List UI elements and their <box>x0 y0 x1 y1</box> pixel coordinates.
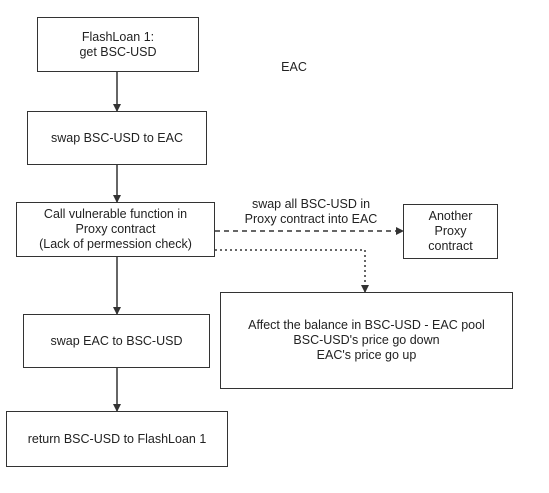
node-call-vulnerable-line-2: Proxy contract <box>75 222 156 236</box>
node-flashloan-line-2: get BSC-USD <box>79 44 157 59</box>
node-another-proxy: Another Proxy contract <box>403 204 498 259</box>
edge-label-swap-all: swap all BSC-USD in Proxy contract into … <box>225 197 397 227</box>
node-swap-to-eac-line-1: swap BSC-USD to EAC <box>51 130 183 145</box>
node-another-proxy-line-3: contract <box>428 239 473 253</box>
node-return-loan: return BSC-USD to FlashLoan 1 <box>6 411 228 467</box>
node-call-vulnerable-line-3: (Lack of permession check) <box>39 237 192 251</box>
node-flashloan-line-1: FlashLoan 1: <box>81 29 155 44</box>
node-affect-balance-line-3: EAC's price go up <box>316 348 417 362</box>
node-swap-to-bscusd: swap EAC to BSC-USD <box>23 314 210 368</box>
node-another-proxy-line-1: Another <box>428 209 473 223</box>
node-swap-to-bscusd-line-1: swap EAC to BSC-USD <box>50 333 183 348</box>
node-affect-balance-line-1: Affect the balance in BSC-USD - EAC pool <box>248 318 485 332</box>
edge-label-swap-all-line-2: Proxy contract into EAC <box>244 212 378 226</box>
node-return-loan-line-1: return BSC-USD to FlashLoan 1 <box>27 431 207 446</box>
edge-label-swap-all-line-1: swap all BSC-USD in <box>251 197 371 211</box>
node-another-proxy-line-2: Proxy <box>434 224 467 238</box>
node-swap-to-eac: swap BSC-USD to EAC <box>27 111 207 165</box>
dotted-arrow-to-affect-balance <box>215 249 369 293</box>
node-call-vulnerable-line-1: Call vulnerable function in <box>43 207 188 221</box>
node-affect-balance-line-2: BSC-USD's price go down <box>293 333 440 347</box>
node-call-vulnerable: Call vulnerable function in Proxy contra… <box>16 202 215 257</box>
node-affect-balance: Affect the balance in BSC-USD - EAC pool… <box>220 292 513 389</box>
node-flashloan: FlashLoan 1: get BSC-USD <box>37 17 199 72</box>
diagram-title: EAC <box>281 60 307 74</box>
